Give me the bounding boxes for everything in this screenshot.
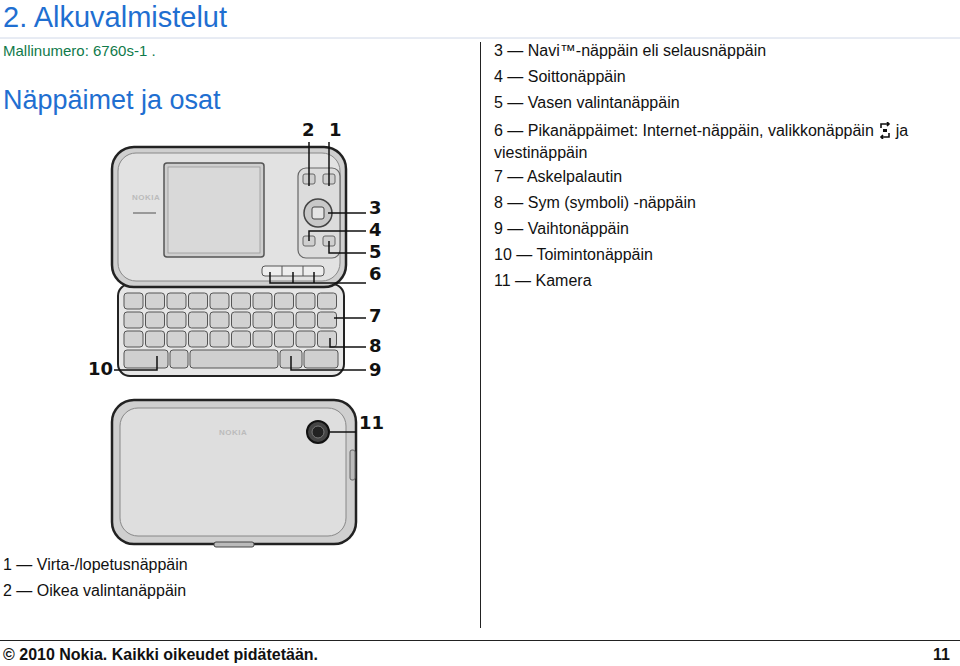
callout-number: 5 bbox=[369, 242, 382, 262]
callout-number: 11 bbox=[359, 413, 384, 433]
leader-lines bbox=[114, 142, 366, 432]
callout-number: 2 bbox=[302, 120, 315, 140]
brand-logo: NOKIA bbox=[219, 428, 247, 438]
brand-logo: NOKIA bbox=[132, 193, 160, 203]
legend-item: 3 — Navi™-näppäin eli selausnäppäin bbox=[494, 41, 766, 60]
phone-front bbox=[112, 147, 346, 376]
page-number: 11 bbox=[933, 645, 950, 664]
callout-number: 1 bbox=[329, 120, 342, 140]
callout-number: 3 bbox=[369, 198, 382, 218]
legend-item-text: 6 — Pikanäppäimet: Internet-näppäin, val… bbox=[494, 122, 874, 139]
callout-number: 7 bbox=[369, 306, 382, 326]
footer-rule bbox=[0, 640, 960, 641]
callout-number: 9 bbox=[369, 360, 382, 380]
callout-number: 4 bbox=[369, 220, 382, 240]
keyboard-keys bbox=[124, 293, 337, 347]
page-heading: 2. Alkuvalmistelut bbox=[3, 0, 227, 35]
legend-item: 1 — Virta-/lopetusnäppäin bbox=[3, 555, 188, 574]
phone-back bbox=[112, 400, 356, 547]
legend-item: 9 — Vaihtonäppäin bbox=[494, 219, 629, 238]
column-divider bbox=[480, 42, 481, 628]
legend-item: 2 — Oikea valintanäppäin bbox=[3, 581, 186, 600]
menu-key-icon bbox=[878, 122, 892, 139]
legend-item: 6 — Pikanäppäimet: Internet-näppäin, val… bbox=[494, 120, 954, 164]
legend-item: 5 — Vasen valintanäppäin bbox=[494, 93, 680, 112]
callout-number: 8 bbox=[369, 336, 382, 356]
section-heading: Näppäimet ja osat bbox=[3, 84, 221, 116]
legend-item: 8 — Sym (symboli) -näppäin bbox=[494, 193, 696, 212]
legend-item: 4 — Soittonäppäin bbox=[494, 67, 626, 86]
copyright-note: © 2010 Nokia. Kaikki oikeudet pidätetään… bbox=[3, 645, 318, 664]
model-number: Mallinumero: 6760s-1 . bbox=[3, 42, 156, 60]
legend-item: 7 — Askelpalautin bbox=[494, 167, 622, 186]
heading-rule bbox=[0, 38, 960, 39]
legend-item: 11 — Kamera bbox=[494, 271, 592, 290]
callout-number: 6 bbox=[369, 264, 382, 284]
callout-number: 10 bbox=[88, 359, 113, 379]
legend-item: 10 — Toimintonäppäin bbox=[494, 245, 653, 264]
